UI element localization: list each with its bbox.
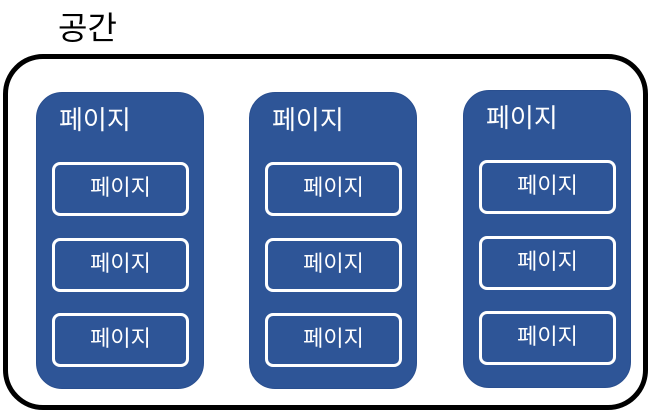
page-card: 페이지 페이지 페이지 페이지 <box>249 92 417 389</box>
sub-page-label: 페이지 <box>90 252 151 277</box>
sub-page: 페이지 <box>52 238 189 292</box>
page-card-title: 페이지 <box>272 106 344 136</box>
sub-page-label: 페이지 <box>303 327 364 352</box>
sub-page-label: 페이지 <box>303 252 364 277</box>
sub-page: 페이지 <box>52 313 189 367</box>
page-card: 페이지 페이지 페이지 페이지 <box>463 90 631 388</box>
space-title: 공간 <box>58 9 117 47</box>
sub-page-label: 페이지 <box>90 176 151 201</box>
sub-page: 페이지 <box>265 313 402 367</box>
sub-page: 페이지 <box>479 236 616 290</box>
page-card-title: 페이지 <box>486 104 558 134</box>
sub-page: 페이지 <box>265 162 402 216</box>
sub-page: 페이지 <box>479 311 616 365</box>
page-card-title: 페이지 <box>59 106 131 136</box>
sub-page: 페이지 <box>479 160 616 214</box>
sub-page: 페이지 <box>265 238 402 292</box>
sub-page-label: 페이지 <box>303 176 364 201</box>
space-container <box>3 54 648 410</box>
sub-page-label: 페이지 <box>517 325 578 350</box>
page-card: 페이지 페이지 페이지 페이지 <box>36 92 204 389</box>
sub-page: 페이지 <box>52 162 189 216</box>
sub-page-label: 페이지 <box>90 327 151 352</box>
sub-page-label: 페이지 <box>517 174 578 199</box>
sub-page-label: 페이지 <box>517 250 578 275</box>
